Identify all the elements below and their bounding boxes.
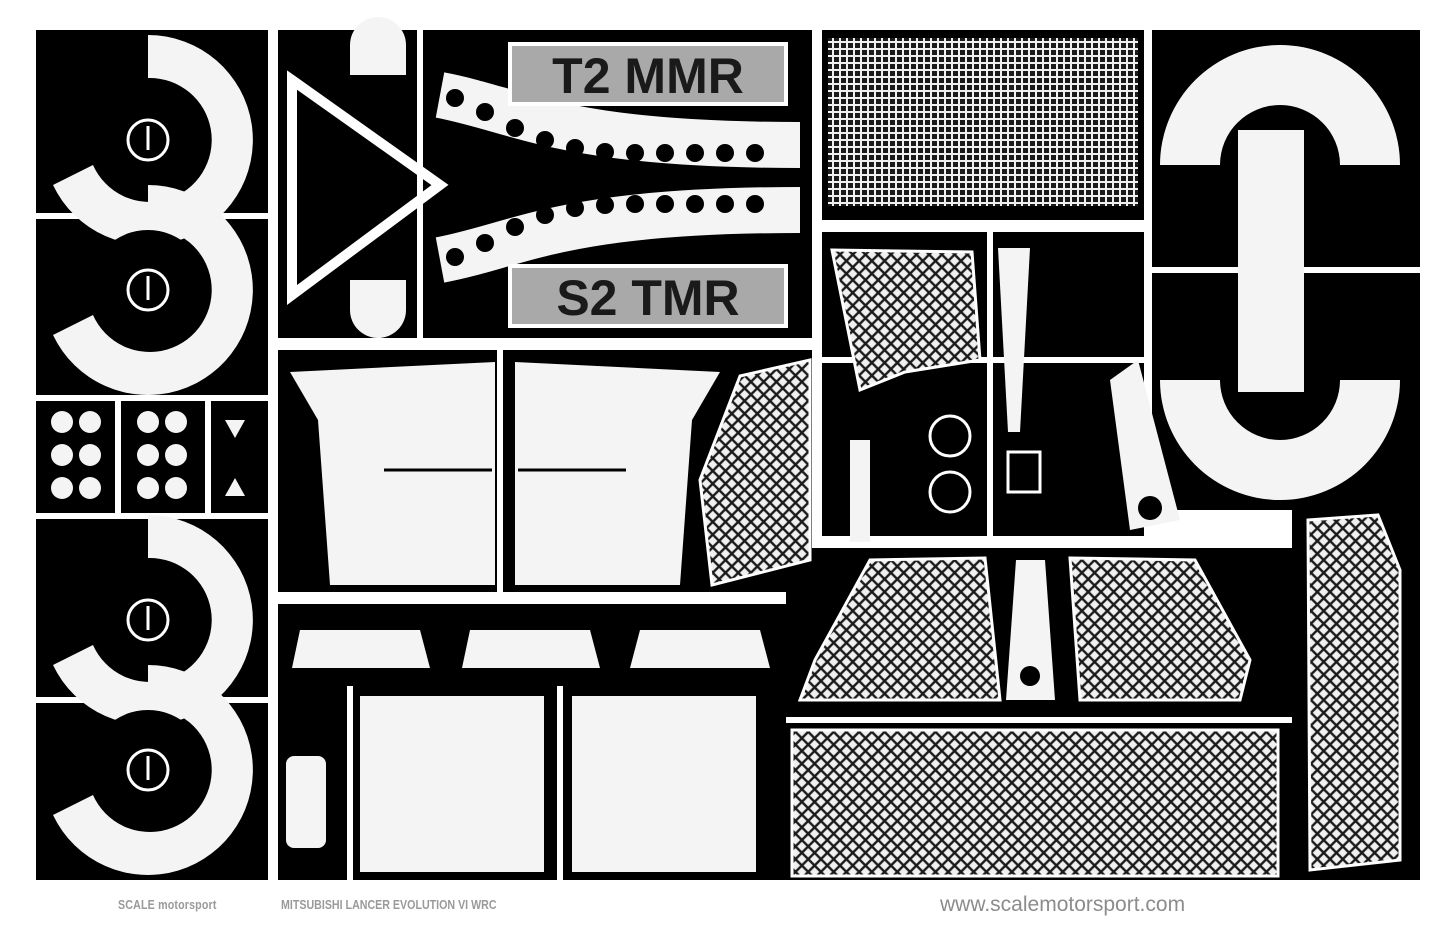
mesh-parts: [698, 248, 1402, 878]
exhaust-branches: [435, 72, 801, 283]
brake-discs-left: [53, 35, 253, 875]
footer-brand: SCALE motorsport: [118, 897, 217, 912]
plate-top-label: T2 MMR: [552, 48, 744, 104]
plate-top: T2 MMR: [508, 42, 788, 106]
panels: [286, 362, 770, 872]
brake-discs-right: [1160, 45, 1400, 500]
footer-model: MITSUBISHI LANCER EVOLUTION VI WRC: [281, 897, 497, 912]
gauges: [850, 248, 1180, 700]
plate-bottom: S2 TMR: [508, 264, 788, 328]
small-parts: [51, 411, 245, 499]
footer-url: www.scalemotorsport.com: [940, 893, 1186, 916]
radiator-grille: [828, 38, 1138, 206]
sprue-lines: [36, 30, 1420, 880]
plate-bottom-label: S2 TMR: [556, 270, 739, 326]
emblem-part: [287, 17, 449, 338]
